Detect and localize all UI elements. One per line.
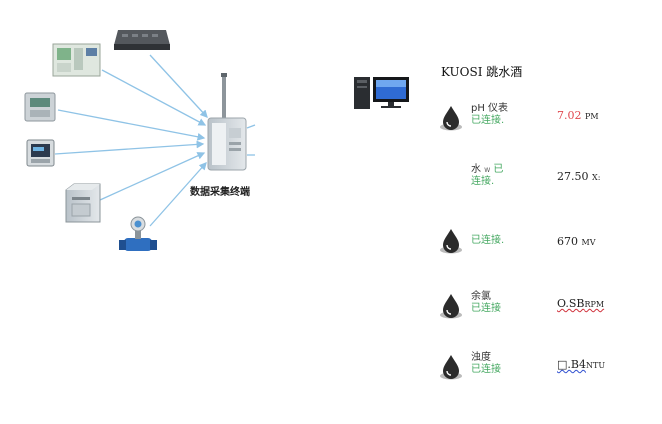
sensor-row-turbidity: 浊度 已连接 □.B4NTU — [438, 351, 638, 381]
arrow-control-cabinet — [99, 152, 206, 201]
hub-label: 数据采集终端 — [190, 187, 250, 198]
sensor-value: □.B4NTU — [557, 358, 605, 371]
sensor-row-chlorine: 余氯 已连接 O.SBRPM — [438, 290, 638, 320]
sensor-status: 已连接. — [471, 115, 505, 126]
panel-title: KUOSI 跳水酒 — [441, 65, 523, 79]
sensor-value-unit: RPM — [584, 300, 605, 309]
sensor-status: 已连接 — [471, 364, 501, 375]
sensor-status: 已连接. — [471, 235, 505, 246]
sensor-row-orp: 已连接. 670 MV — [438, 228, 638, 258]
sensor-value-unit: MV — [581, 238, 596, 247]
sensor-name: 水 W 已 — [471, 163, 503, 177]
control-cabinet-icon — [65, 183, 101, 223]
sensor-value-number: 670 — [557, 235, 578, 248]
sensor-value-number: 7.02 — [557, 109, 582, 122]
flowmeter-icon — [119, 216, 157, 251]
sensor-value-number: 27.50 — [557, 170, 589, 183]
arrow-flowmeter — [149, 162, 207, 227]
sensor-value-unit: PM — [585, 112, 599, 121]
analyzer-panel-icon — [52, 43, 101, 77]
sensor-value-number: O.SB — [557, 297, 585, 310]
meter-cabinet-icon — [24, 92, 56, 122]
sensor-row-ph: pH 仪表 已连接. 7.02 PM — [438, 102, 638, 132]
sensor-row-water: 水 W 已 连接. 27.50 X: — [438, 163, 638, 193]
display-meter-icon — [26, 139, 55, 167]
sensor-status: 已连接 — [471, 303, 501, 314]
sensor-name: pH 仪表 — [471, 103, 509, 114]
sensor-name-tail: 已 — [493, 164, 504, 175]
connection-arrows — [54, 54, 256, 227]
arrow-controller-box — [149, 54, 208, 118]
sensor-name-main: 水 — [471, 164, 481, 175]
sensor-name: 余氯 — [471, 291, 491, 302]
arrow-analyzer-panel — [101, 69, 207, 126]
data-terminal-icon — [207, 73, 247, 171]
sensor-value-number: □.B4 — [557, 358, 586, 371]
desktop-computer-icon — [354, 77, 409, 109]
controller-box-icon — [114, 30, 170, 50]
sensor-value: 670 MV — [557, 235, 595, 248]
sensor-name-sub: W — [484, 167, 491, 174]
sensor-value: 7.02 PM — [557, 109, 599, 122]
sensor-value-unit: NTU — [585, 361, 606, 370]
sensor-value: O.SBRPM — [557, 297, 604, 310]
sensor-value: 27.50 X: — [557, 170, 600, 183]
arrow-hub-out-1 — [246, 124, 256, 129]
sensor-name: 浊度 — [471, 352, 491, 363]
sensor-value-unit: X: — [592, 173, 601, 182]
arrow-meter-cabinet — [57, 109, 206, 141]
sensor-status: 连接. — [471, 176, 495, 187]
arrow-display-meter — [54, 140, 205, 155]
